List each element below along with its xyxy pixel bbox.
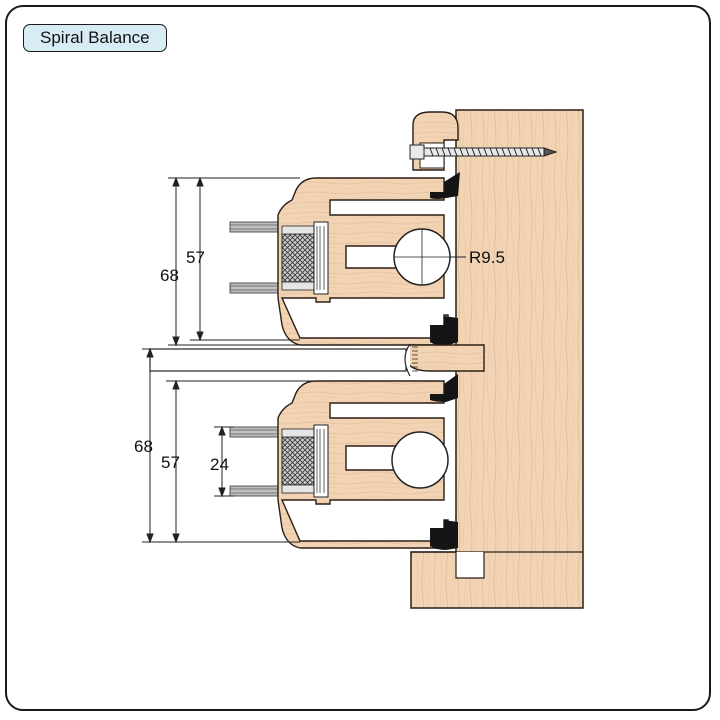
screw <box>409 144 558 160</box>
dim-upper-outer: 68 <box>160 266 179 285</box>
diagram-title: Spiral Balance <box>23 24 167 52</box>
upper-sash <box>229 172 466 346</box>
dim-glass-thickness: 24 <box>210 455 229 474</box>
dim-upper-inner: 57 <box>186 248 205 267</box>
dimension-labels: 68 57 68 57 24 R9.5 <box>134 248 505 474</box>
dim-lower-inner: 57 <box>161 453 180 472</box>
dimension-lines <box>142 176 328 544</box>
staff-bead <box>412 111 459 171</box>
lower-sash <box>229 374 458 550</box>
frame-jamb <box>410 109 584 609</box>
dim-radius: R9.5 <box>469 248 505 267</box>
dim-lower-outer: 68 <box>134 437 153 456</box>
